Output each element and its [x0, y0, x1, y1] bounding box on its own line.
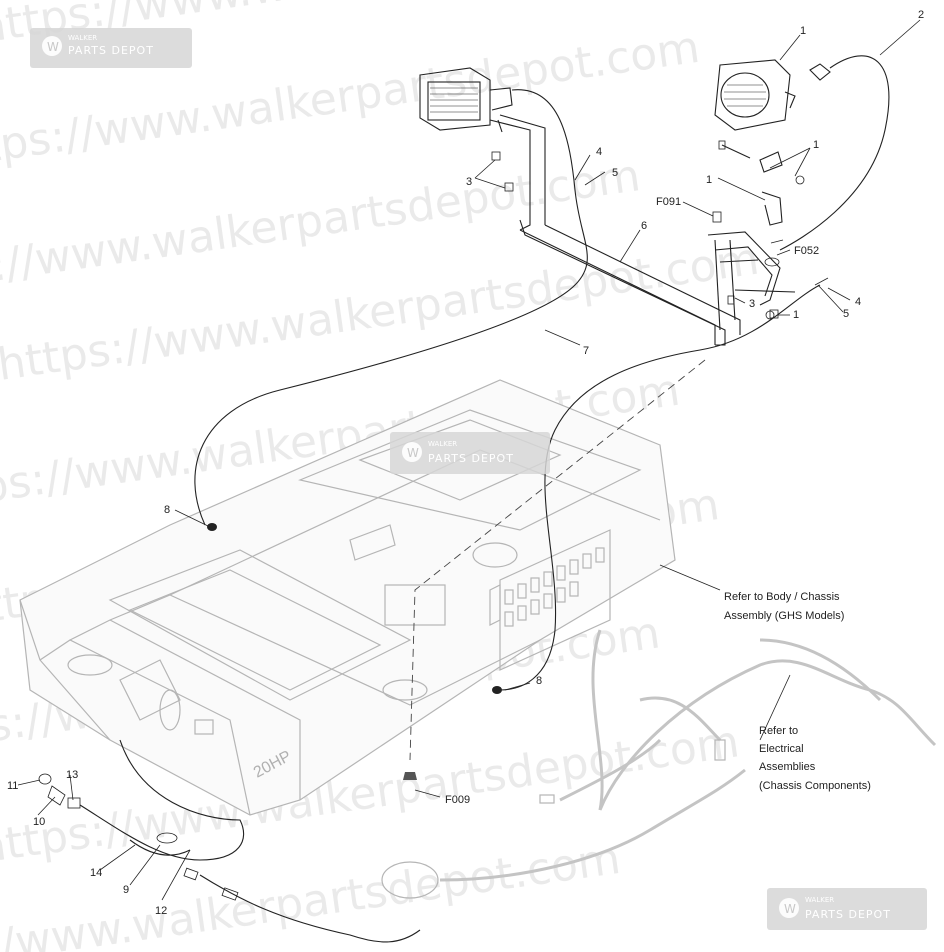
body-note-line1: Refer to Body / Chassis	[724, 591, 840, 603]
callout-7: 7	[583, 345, 589, 357]
callout-labels: 1 2 1 1 1 3 3 4 4 5 5 6 7 8 8 9 10 11 12…	[7, 9, 924, 917]
elec-note-line2: Electrical	[759, 743, 804, 755]
callout-13: 13	[66, 769, 78, 781]
light-bracket	[489, 114, 796, 346]
center-line	[409, 359, 706, 761]
badge-brand: PARTS DEPOT	[428, 452, 514, 465]
callout-f052: F052	[794, 245, 819, 257]
callout-8: 8	[536, 675, 542, 687]
elec-note-line4: (Chassis Components)	[759, 780, 871, 792]
badge-brand: PARTS DEPOT	[805, 908, 891, 921]
callout-f009: F009	[445, 794, 470, 806]
callout-3: 3	[466, 176, 472, 188]
callout-4: 4	[596, 146, 602, 158]
svg-text:W: W	[47, 40, 59, 54]
leader-lines	[17, 19, 921, 901]
right-work-light	[714, 59, 796, 131]
callout-4: 4	[855, 296, 861, 308]
badge-brand-small: WALKER	[805, 896, 834, 904]
grommets	[207, 523, 502, 780]
callout-6: 6	[641, 220, 647, 232]
callout-1: 1	[706, 174, 712, 186]
vent-slots	[504, 547, 605, 627]
svg-text:W: W	[407, 446, 419, 460]
elec-note-line1: Refer to	[759, 725, 798, 737]
callout-14: 14	[90, 867, 102, 879]
callout-f091: F091	[656, 196, 681, 208]
badge-brand-small: WALKER	[428, 440, 457, 448]
callout-5: 5	[612, 167, 618, 179]
light-wires	[38, 55, 890, 943]
badge-brand-small: WALKER	[68, 34, 97, 42]
svg-text:W: W	[784, 902, 796, 916]
callout-5: 5	[843, 308, 849, 320]
callout-1: 1	[793, 309, 799, 321]
callout-12: 12	[155, 905, 167, 917]
chassis-body: 20HP	[19, 379, 676, 816]
callout-10: 10	[33, 816, 45, 828]
body-note-line2: Assembly (GHS Models)	[724, 610, 844, 622]
hardware	[491, 63, 831, 319]
callout-3: 3	[749, 298, 755, 310]
left-work-light	[419, 67, 513, 133]
badge-top-left: W PARTS DEPOT WALKER	[30, 28, 192, 68]
callout-1: 1	[813, 139, 819, 151]
electrical-harness	[381, 629, 937, 899]
badge-bottom-right: W PARTS DEPOT WALKER	[767, 888, 927, 930]
callout-2: 2	[918, 9, 924, 21]
callout-11: 11	[7, 780, 18, 792]
reference-notes: Refer to Body / Chassis Assembly (GHS Mo…	[724, 591, 871, 792]
badge-brand: PARTS DEPOT	[68, 44, 154, 57]
callout-9: 9	[123, 884, 129, 896]
callout-8: 8	[164, 504, 170, 516]
elec-note-line3: Assemblies	[759, 761, 816, 773]
callout-1: 1	[800, 25, 806, 37]
badge-center: W PARTS DEPOT WALKER	[390, 432, 550, 474]
